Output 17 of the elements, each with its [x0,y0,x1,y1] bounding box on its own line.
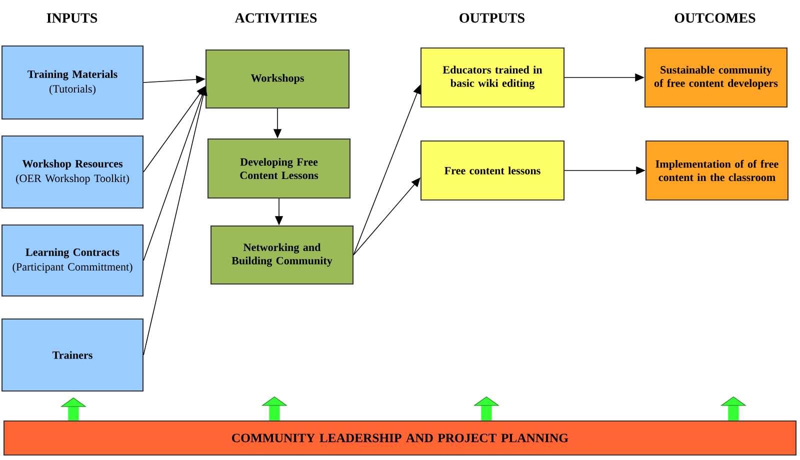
input-box: Training Materials (Tutorials) [1,45,144,120]
outcome-box: Implementation of of free content in the classroom [645,140,789,201]
input-box: Workshop Resources (OER Workshop Toolkit) [1,135,144,209]
arrow [353,178,420,256]
activity-box: Workshops [205,49,350,109]
output-box: Free content lessons [420,140,565,201]
column-heading: ACTIVITIES [234,13,317,23]
input-box: Learning Contracts (Participant Committment) [1,224,144,297]
outcome-box: Sustainable community of free content developers [644,47,788,108]
column-heading: INPUTS [46,13,98,23]
output-box: Educators trained in basic wiki editing [420,47,565,108]
column-heading: OUTCOMES [674,13,756,23]
column-heading: OUTPUTS [460,13,524,23]
activity-box: Networking and Building Community [210,225,354,285]
activity-box: Developing Free Content Lessons [207,138,351,199]
banner-bar: COMMUNITY LEADERSHIP AND PROJECT PLANNING [3,420,797,456]
input-box: Trainers [1,318,144,392]
